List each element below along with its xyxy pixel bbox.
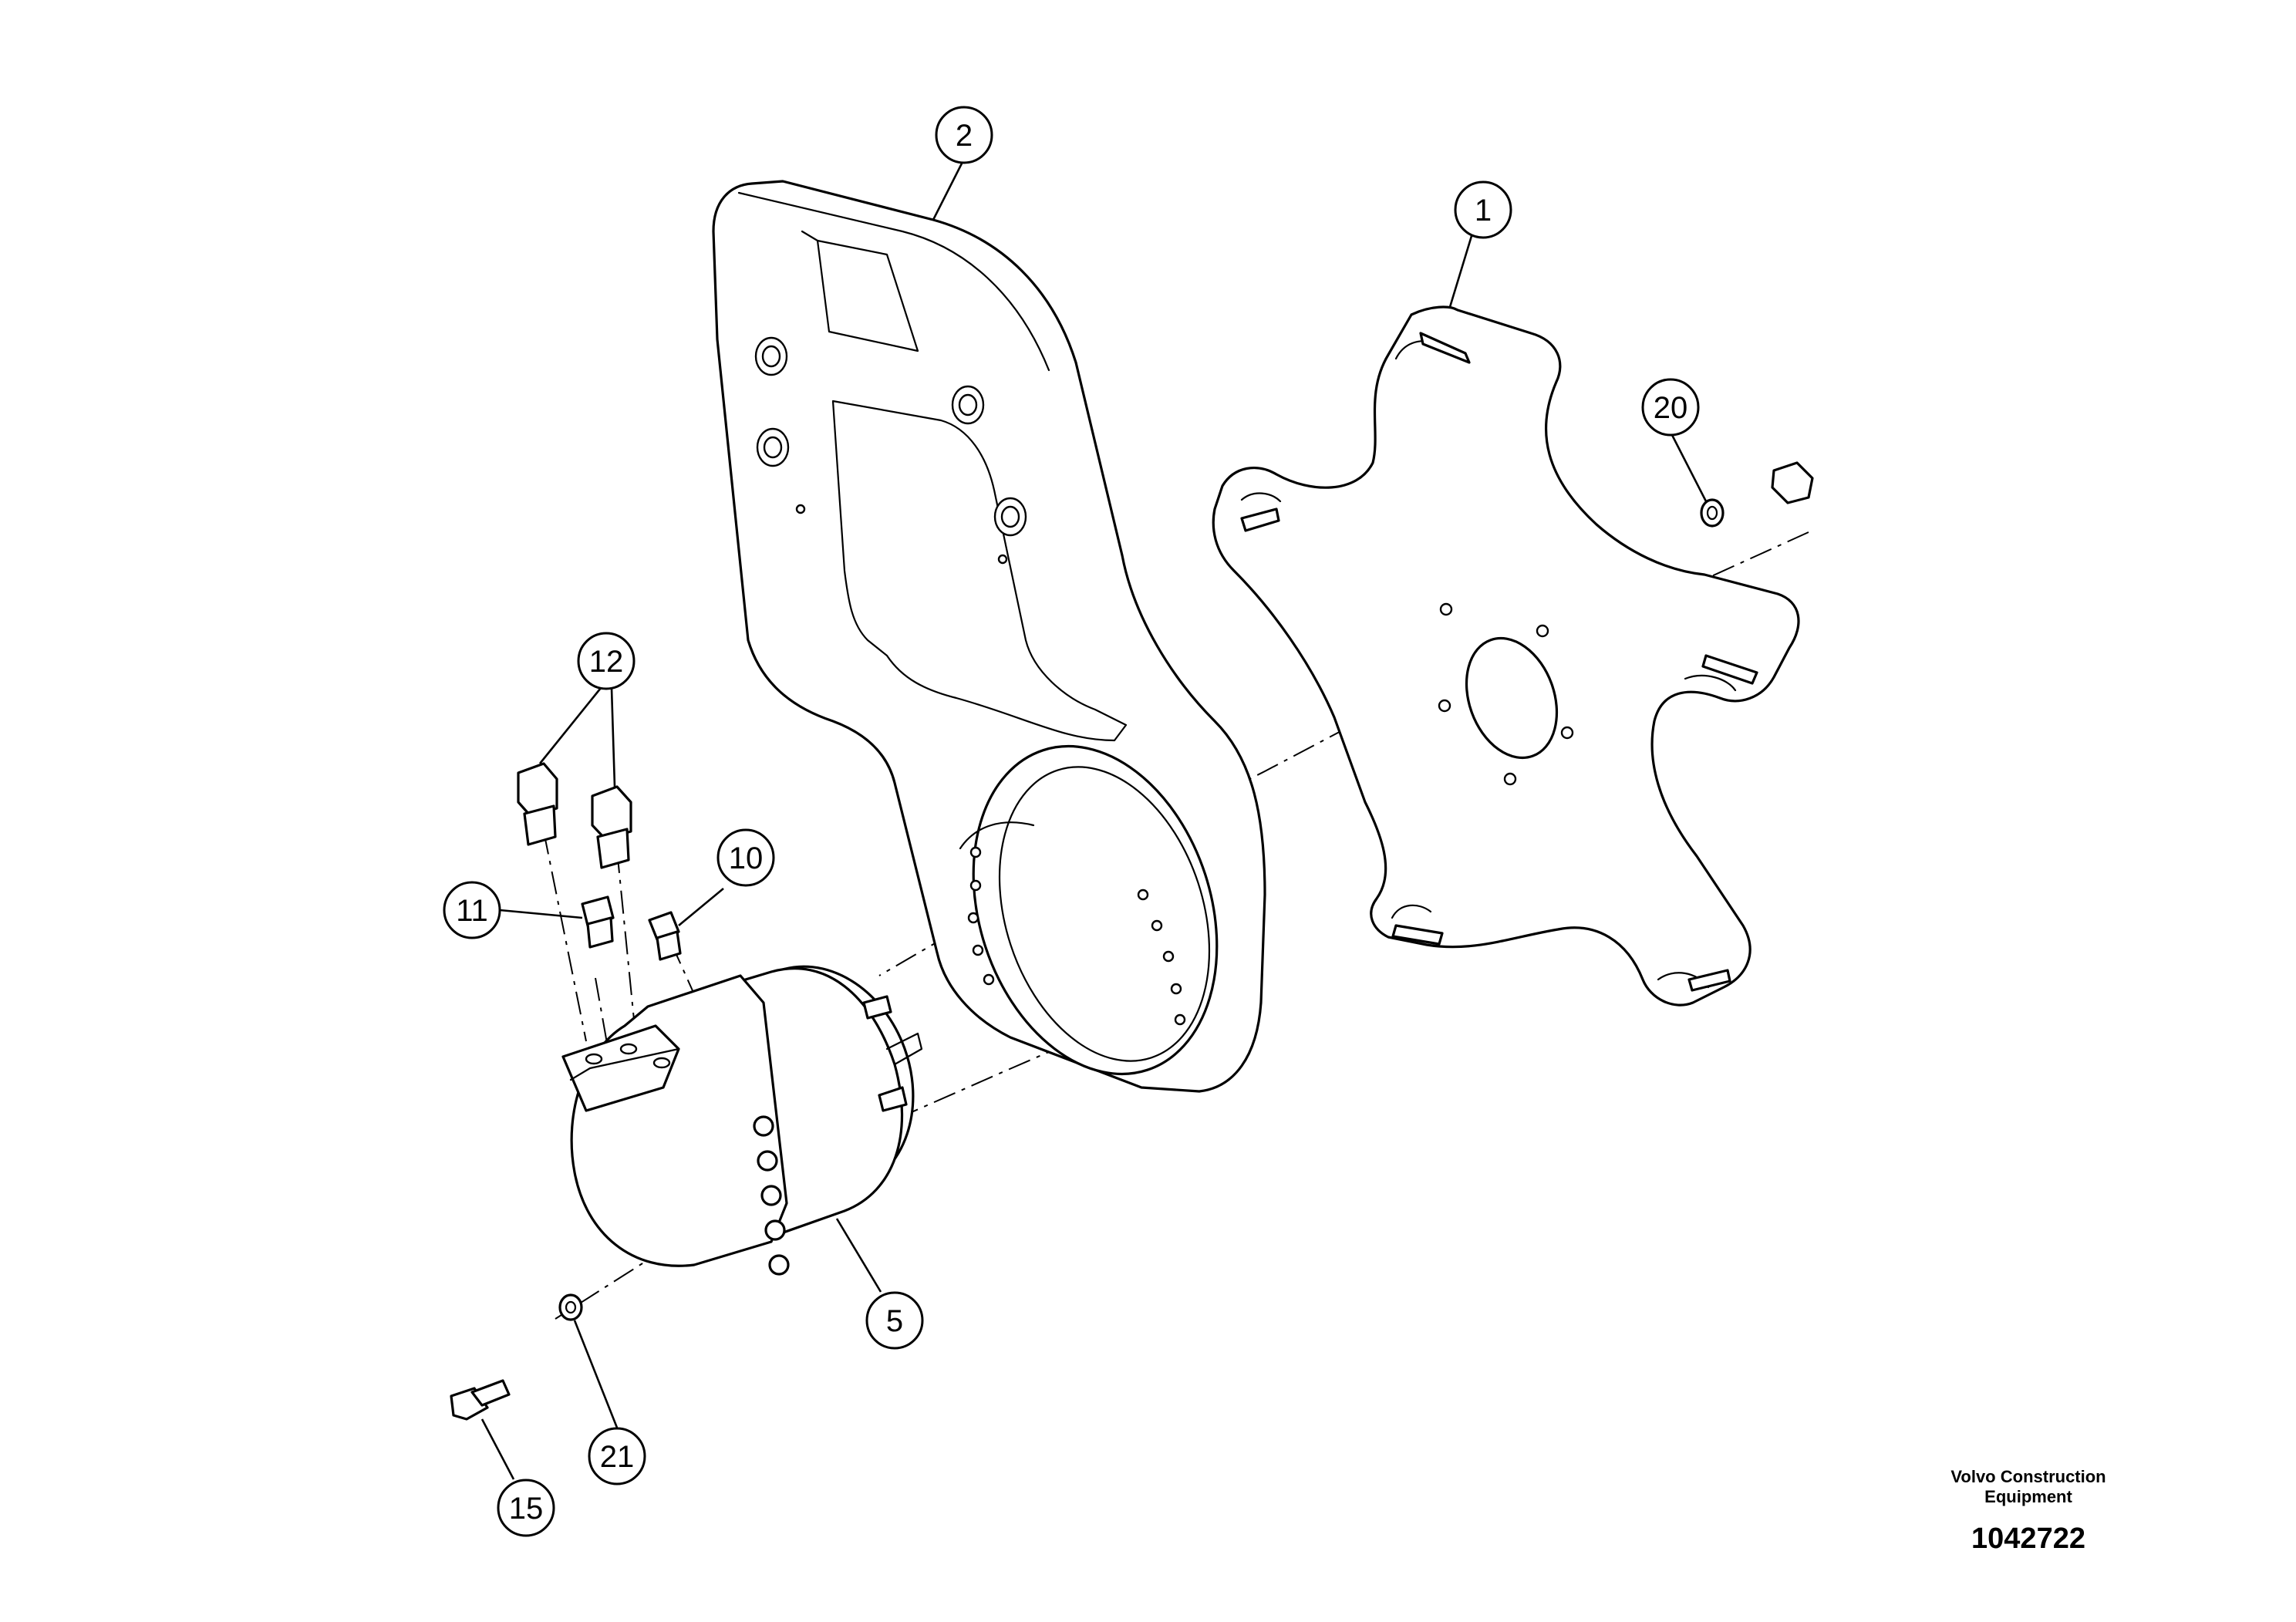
bracket-bolt-circle-holes <box>967 846 1186 1026</box>
washer-20 <box>1700 498 1725 528</box>
manufacturer-line-2: Equipment <box>1984 1487 2072 1506</box>
drawing-footer: Volvo Construction Equipment 1042722 <box>1897 1467 2159 1556</box>
svg-text:10: 10 <box>729 841 764 875</box>
svg-text:11: 11 <box>456 894 488 928</box>
mounting-bracket <box>712 180 1266 1093</box>
manufacturer-line-1: Volvo Construction <box>1950 1467 2106 1486</box>
svg-text:15: 15 <box>509 1492 544 1526</box>
callout-10: 10 <box>716 828 775 887</box>
svg-text:2: 2 <box>956 119 973 153</box>
star-plate <box>1212 305 1800 1007</box>
bolt-15 <box>450 1379 511 1421</box>
motor-bolt-heads <box>753 1115 790 1276</box>
svg-text:21: 21 <box>600 1440 635 1474</box>
nut-20 <box>1771 461 1814 504</box>
svg-text:20: 20 <box>1654 391 1688 425</box>
callout-21: 21 <box>588 1427 646 1485</box>
document-number: 1042722 <box>1971 1523 2085 1555</box>
callout-20: 20 <box>1641 378 1700 437</box>
svg-text:1: 1 <box>1475 194 1492 228</box>
callout-2: 2 <box>935 106 993 164</box>
fitting-10 <box>648 911 682 961</box>
fitting-11 <box>581 895 615 949</box>
callout-1: 1 <box>1454 180 1512 239</box>
callout-5: 5 <box>865 1291 924 1350</box>
fittings-12 <box>517 762 632 869</box>
leader-lines <box>480 163 1708 1480</box>
callout-11: 11 <box>443 881 501 939</box>
callout-15: 15 <box>497 1479 555 1537</box>
svg-text:5: 5 <box>886 1304 903 1338</box>
callout-12: 12 <box>577 632 636 690</box>
svg-text:12: 12 <box>589 645 624 679</box>
washer-21 <box>558 1293 583 1321</box>
hydraulic-motor <box>561 965 923 1276</box>
